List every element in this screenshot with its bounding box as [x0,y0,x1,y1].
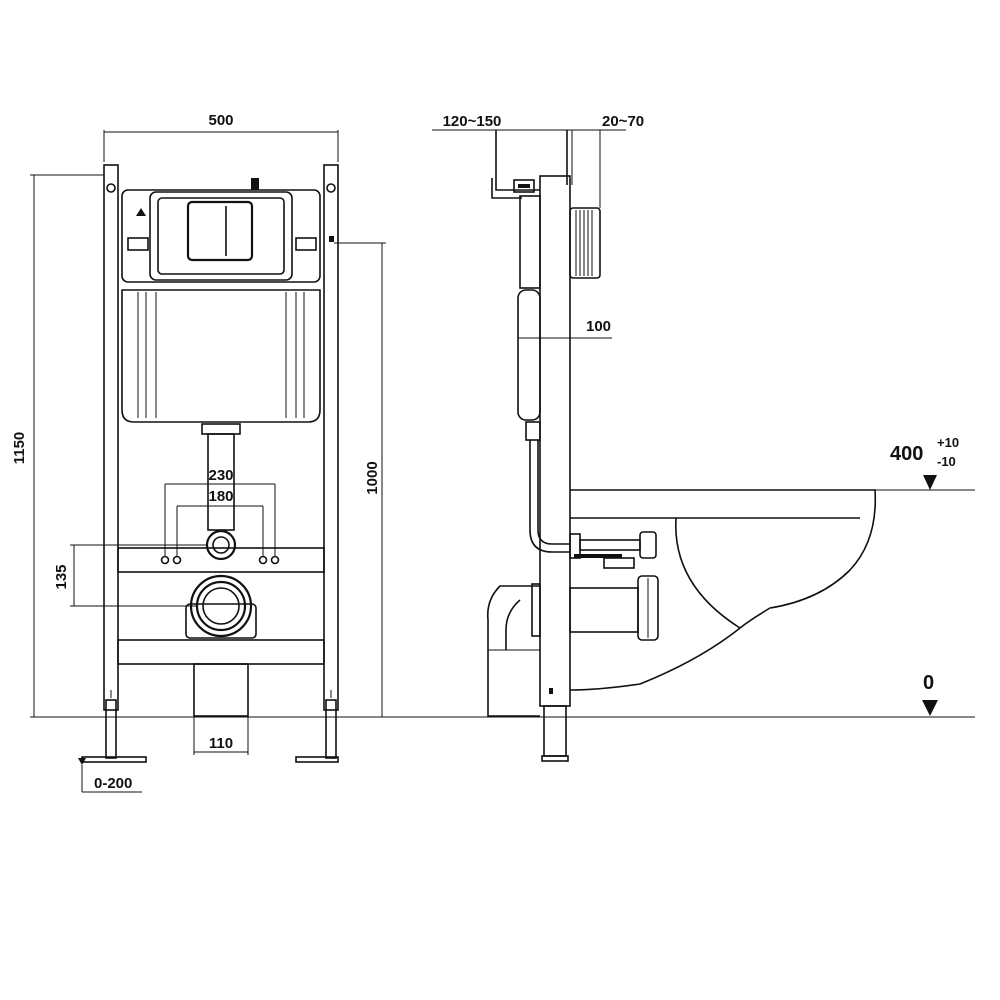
leg-left [105,699,117,759]
side-frame-post [539,175,571,707]
bolt-icon [326,183,336,193]
dim-inner-spacing: 180 [208,488,233,505]
toilet-bowl [569,489,877,691]
dim-seat-height: 400 [890,443,923,465]
dim-height: 1150 [11,432,28,465]
floor-marker-icon [922,700,938,716]
dim-seat-tol-minus: -10 [937,454,956,469]
warning-icon [136,208,146,216]
dim-width: 500 [208,112,233,129]
dim-depth: 120~150 [443,113,502,130]
frame-post-right [323,164,339,711]
side-flush-button [569,207,601,279]
front-view: 500 1150 1000 230 180 135 110 0-200 [11,112,975,793]
cistern-upper [121,189,321,283]
dim-pipe: 110 [209,735,233,752]
flush-button [186,200,254,262]
bolt-icon [106,183,116,193]
foot-right [295,756,339,763]
dim-outer-spacing: 230 [208,467,233,484]
dim-leg-adjust: 0-200 [94,775,132,792]
foot-left [81,756,147,763]
dim-wall: 20~70 [602,113,644,130]
dim-flush-height: 1000 [364,461,381,494]
side-view: 120~150 20~70 100 400 +10 -10 0 [432,113,975,762]
waste-outlet [189,574,253,638]
dim-tank: 100 [586,318,611,335]
dim-outlet-offset: 135 [53,564,70,589]
side-cistern [517,289,541,421]
frame-post-left [103,164,119,711]
dim-floor: 0 [923,672,934,694]
side-waste-pipe [569,587,639,633]
crossbar-upper [117,547,325,573]
leg-right [325,699,337,759]
flush-outlet [205,529,237,561]
level-marker-icon [923,475,937,490]
flush-plate-frame [149,191,293,281]
drain-pipe [193,663,249,717]
cistern-tank [121,289,321,423]
dim-seat-tol-plus: +10 [937,435,959,450]
crossbar-lower [117,639,325,665]
